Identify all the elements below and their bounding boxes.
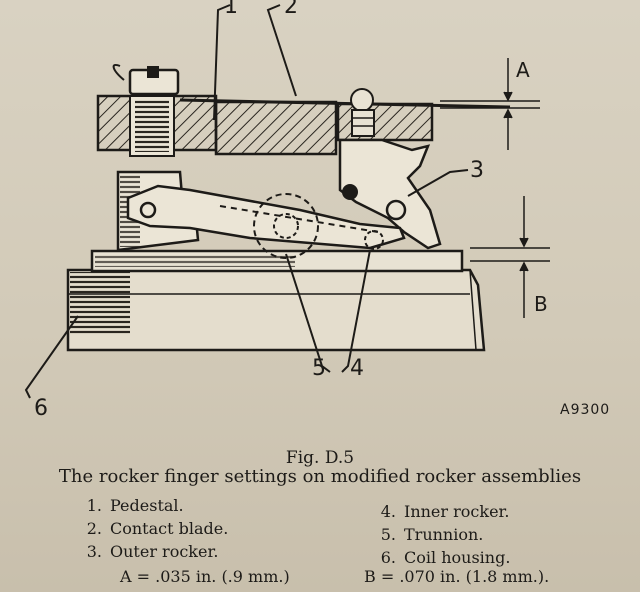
legend-item: 1.Pedestal.: [86, 496, 184, 515]
callout-5: 5: [312, 356, 326, 381]
legend-item: 2.Contact blade.: [86, 519, 229, 538]
dimension-b-marks: [470, 196, 550, 318]
callout-4: 4: [350, 356, 364, 381]
trunnion: [253, 193, 319, 259]
legend-left: 1.Pedestal. 2.Contact blade. 3.Outer roc…: [76, 494, 229, 563]
dimension-a-label: A: [516, 58, 530, 82]
legend-item: 4.Inner rocker.: [380, 502, 510, 521]
coil-housing: [66, 268, 486, 352]
legend-right: 4.Inner rocker. 5.Trunnion. 6.Coil housi…: [370, 500, 511, 569]
dimension-a-value: A = .035 in. (.9 mm.): [120, 567, 290, 586]
pedestal: [96, 64, 338, 252]
legend-item: 6.Coil housing.: [380, 548, 511, 567]
dimension-b-label: B: [534, 292, 548, 316]
leader-lines: [24, 4, 469, 399]
dimension-b-value: B = .070 in. (1.8 mm.).: [364, 567, 550, 586]
callout-1: 1: [224, 0, 238, 19]
callout-2: 2: [284, 0, 298, 19]
figure-number: Fig. D.5: [285, 448, 355, 468]
callout-3: 3: [470, 158, 484, 183]
inner-rocker: [126, 184, 406, 250]
outer-rocker: [338, 138, 442, 250]
legend-item: 3.Outer rocker.: [86, 542, 219, 561]
rocker-assembly-diagram: [24, 4, 550, 399]
drawing-reference: A9300: [560, 402, 611, 418]
legend-item: 5.Trunnion.: [380, 525, 484, 544]
callout-6: 6: [34, 396, 48, 421]
contact-blade: [179, 88, 511, 142]
figure-caption: The rocker finger settings on modified r…: [58, 466, 582, 487]
dimension-a-marks: [440, 58, 540, 150]
frame-base: [90, 249, 464, 273]
